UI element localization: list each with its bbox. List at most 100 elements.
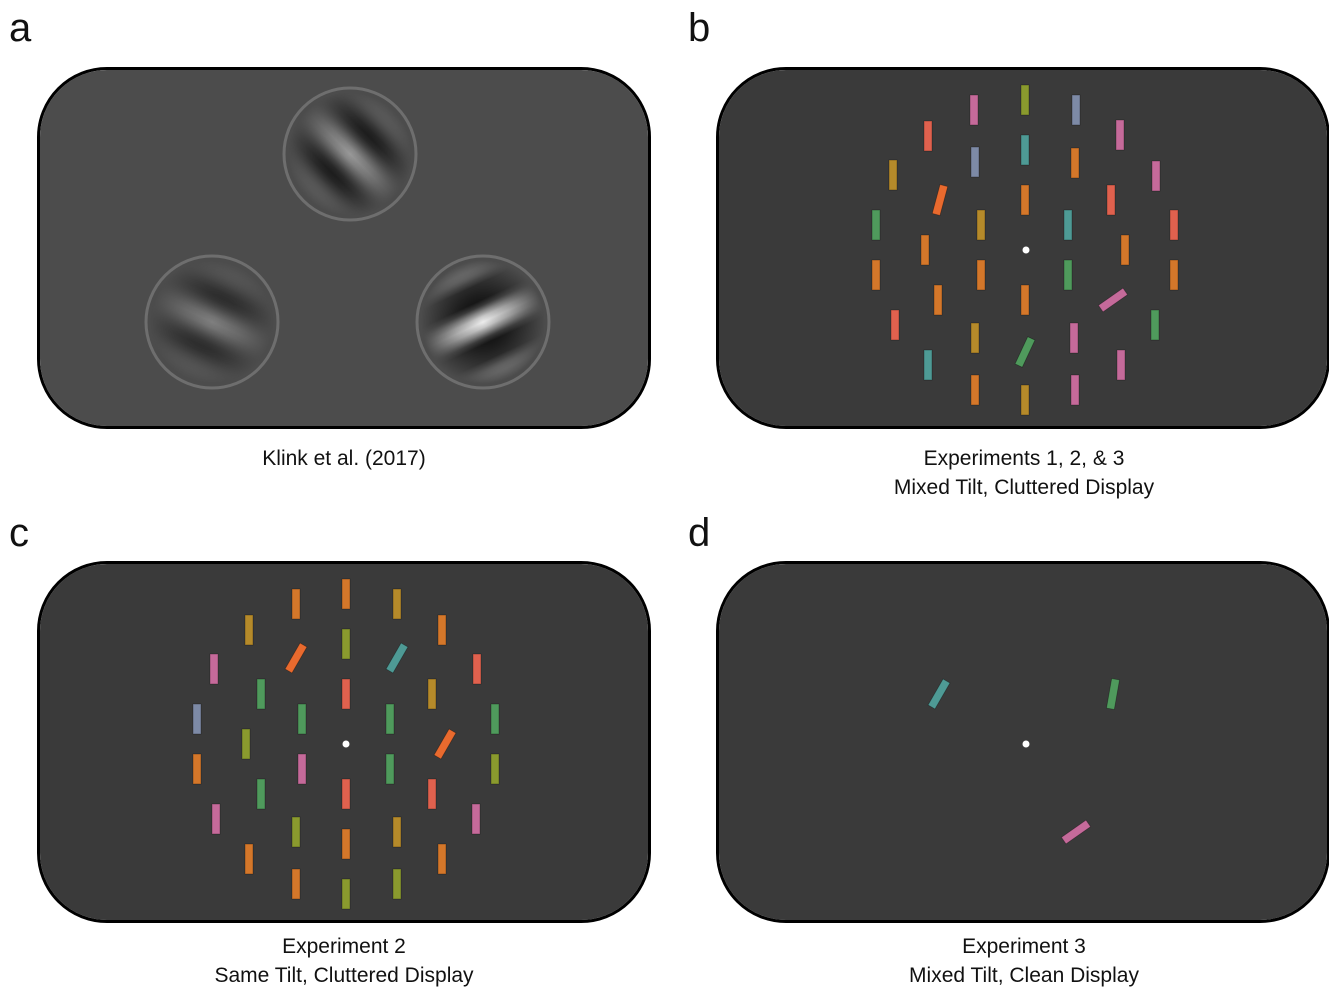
- bar-stimulus: [1115, 119, 1125, 151]
- bar-stimulus: [1169, 209, 1179, 241]
- bar-stimulus: [209, 653, 219, 685]
- stimulus-screen-a: [37, 67, 651, 429]
- gabor-display: [40, 70, 648, 426]
- stimulus-screen-b: [716, 67, 1329, 429]
- bar-stimulus: [341, 778, 351, 810]
- bar-stimulus: [427, 778, 437, 810]
- screen-background: [719, 70, 1327, 426]
- bar-stimulus: [341, 578, 351, 610]
- bar-stimulus: [392, 868, 402, 900]
- panel-label-d: d: [688, 511, 711, 555]
- bar-stimulus: [1097, 287, 1129, 313]
- bar-stimulus: [1020, 384, 1030, 416]
- caption-b: Experiments 1, 2, & 3 Mixed Tilt, Clutte…: [714, 444, 1329, 502]
- caption-c-line-2: Same Tilt, Cluttered Display: [214, 964, 474, 987]
- aperture-ring: [282, 86, 418, 222]
- bar-stimulus: [284, 642, 308, 674]
- bar-stimulus: [970, 146, 980, 178]
- aperture-ring: [144, 254, 280, 390]
- bar-stimulus: [1071, 94, 1081, 126]
- bar-stimulus: [927, 678, 951, 710]
- bar-stimulus: [341, 828, 351, 860]
- bar-stimulus: [1116, 349, 1126, 381]
- caption-c: Experiment 2 Same Tilt, Cluttered Displa…: [34, 932, 654, 990]
- bar-stimulus: [970, 322, 980, 354]
- bar-display-mixed-clean: [719, 564, 1327, 920]
- bar-stimulus: [871, 259, 881, 291]
- stimulus-screen-c: [37, 561, 651, 923]
- bar-stimulus: [1020, 184, 1030, 216]
- bar-stimulus: [490, 703, 500, 735]
- bar-stimulus: [1014, 336, 1036, 368]
- panel-label-b: b: [688, 6, 711, 50]
- bar-display-same-cluttered: [40, 564, 648, 920]
- bar-stimulus: [490, 753, 500, 785]
- bar-stimulus: [341, 878, 351, 910]
- bar-stimulus: [341, 678, 351, 710]
- caption-c-line-1: Experiment 2: [282, 935, 406, 958]
- bar-stimulus: [1020, 134, 1030, 166]
- bar-stimulus: [211, 803, 221, 835]
- bar-stimulus: [341, 628, 351, 660]
- caption-a: Klink et al. (2017): [34, 444, 654, 473]
- bar-stimulus: [969, 94, 979, 126]
- caption-b-line-2: Mixed Tilt, Cluttered Display: [893, 476, 1155, 499]
- bar-stimulus: [244, 614, 254, 646]
- bar-stimulus: [472, 653, 482, 685]
- bar-stimulus: [385, 703, 395, 735]
- bar-stimulus: [241, 728, 251, 760]
- bar-stimulus: [1105, 678, 1121, 710]
- bar-stimulus: [1069, 322, 1079, 354]
- caption-b-line-1: Experiments 1, 2, & 3: [923, 447, 1125, 470]
- bar-stimulus: [1106, 184, 1116, 216]
- bar-stimulus: [291, 588, 301, 620]
- stimulus-screen-d: [716, 561, 1329, 923]
- bar-stimulus: [1063, 209, 1073, 241]
- fixation-dot: [1022, 740, 1030, 748]
- bar-stimulus: [256, 778, 266, 810]
- bar-stimulus: [392, 816, 402, 848]
- fixation-dot: [342, 740, 350, 748]
- bar-stimulus: [970, 374, 980, 406]
- bar-stimulus: [471, 803, 481, 835]
- bar-stimulus: [392, 588, 402, 620]
- bar-stimulus: [923, 120, 933, 152]
- panel-label-a: a: [9, 6, 32, 50]
- bar-stimulus: [297, 703, 307, 735]
- bar-display-mixed-cluttered: [719, 70, 1327, 426]
- panel-label-c: c: [9, 511, 29, 555]
- gabor-top: [262, 70, 438, 242]
- bar-stimulus: [1020, 284, 1030, 316]
- bar-stimulus: [931, 183, 949, 217]
- bar-stimulus: [1169, 259, 1179, 291]
- bar-stimulus: [291, 868, 301, 900]
- bar-stimulus: [1150, 309, 1160, 341]
- bar-stimulus: [256, 678, 266, 710]
- bar-stimulus: [1020, 84, 1030, 116]
- aperture-ring: [415, 254, 551, 390]
- bar-stimulus: [244, 843, 254, 875]
- caption-d-line-1: Experiment 3: [962, 935, 1086, 958]
- bar-stimulus: [976, 259, 986, 291]
- gabor-right: [400, 239, 566, 405]
- bar-stimulus: [192, 753, 202, 785]
- bar-stimulus: [433, 728, 457, 760]
- bar-stimulus: [291, 816, 301, 848]
- bar-stimulus: [385, 753, 395, 785]
- bar-stimulus: [976, 209, 986, 241]
- bar-stimulus: [427, 678, 437, 710]
- bar-stimulus: [888, 159, 898, 191]
- caption-a-line-1: Klink et al. (2017): [262, 447, 426, 470]
- caption-d-line-2: Mixed Tilt, Clean Display: [909, 964, 1139, 987]
- bar-stimulus: [437, 843, 447, 875]
- bar-stimulus: [1063, 259, 1073, 291]
- bar-stimulus: [1060, 819, 1092, 845]
- bar-stimulus: [871, 209, 881, 241]
- bar-stimulus: [890, 309, 900, 341]
- caption-d: Experiment 3 Mixed Tilt, Clean Display: [714, 932, 1329, 990]
- bar-stimulus: [920, 234, 930, 266]
- bar-stimulus: [385, 642, 409, 674]
- bar-stimulus: [933, 284, 943, 316]
- bar-stimulus: [437, 614, 447, 646]
- bar-stimulus: [1120, 234, 1130, 266]
